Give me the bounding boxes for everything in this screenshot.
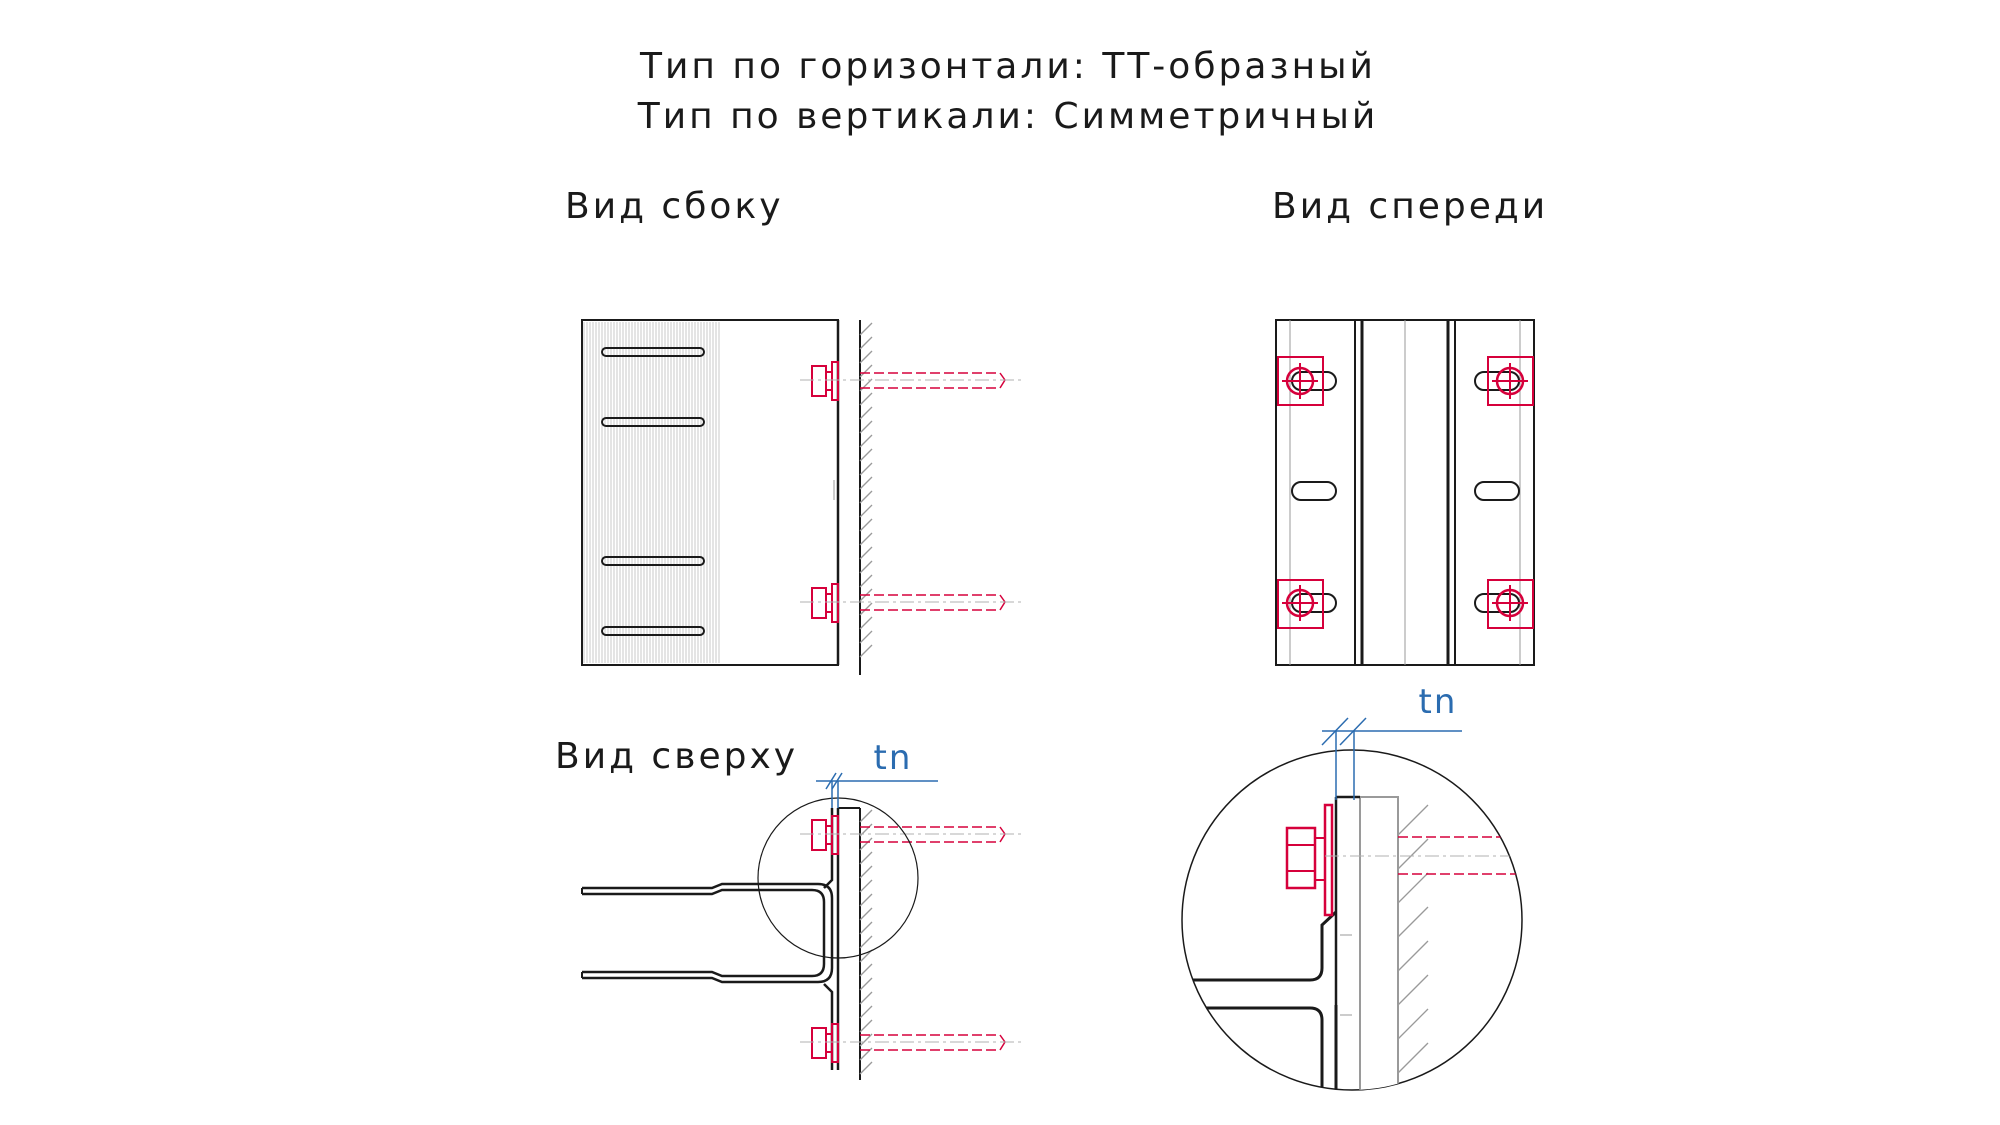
top-view-anchor-bottom: [800, 1023, 1025, 1063]
hatch-line: [1397, 940, 1429, 972]
front-anchor-head-bl: [1277, 579, 1324, 629]
top-view-anchor-top: [800, 815, 1025, 855]
hatch-line: [859, 434, 873, 448]
side-view-wall-hatch: [859, 322, 873, 658]
hatch-line: [859, 977, 873, 991]
detail-view-content: [1182, 795, 1522, 1090]
hatch-line: [859, 893, 873, 907]
hatch-line: [859, 448, 873, 462]
front-anchor-head-br: [1487, 579, 1534, 629]
hatch-line: [859, 1033, 873, 1047]
vertical-type-label: Тип по вертикали: Симметричный: [637, 96, 1379, 137]
side-view-anchor-bottom: [800, 583, 1025, 623]
front-slot: [1291, 481, 1337, 501]
hatch-line: [859, 1061, 873, 1075]
hatch-line: [859, 921, 873, 935]
front-anchor-head-tr: [1487, 356, 1534, 406]
top-view-tn-label: tn: [874, 738, 913, 778]
hatch-line: [1397, 804, 1429, 836]
hatch-line: [859, 644, 873, 658]
hatch-line: [859, 546, 873, 560]
top-view: tn: [581, 738, 1025, 1080]
hatch-line: [1397, 1076, 1429, 1090]
hatch-line: [1397, 906, 1429, 938]
slot: [601, 347, 705, 357]
hatch-line: [859, 336, 873, 350]
top-view-title: Вид сверху: [555, 736, 798, 777]
hatch-line: [859, 560, 873, 574]
front-slot: [1474, 481, 1520, 501]
top-view-thickness-dimension: tn: [816, 738, 938, 808]
horizontal-type-label: Тип по горизонтали: ТТ-образный: [639, 46, 1376, 87]
detail-view-circle: [1181, 749, 1523, 1091]
hatch-line: [1397, 1042, 1429, 1074]
hatch-line: [859, 574, 873, 588]
hatch-line: [859, 879, 873, 893]
hatch-line: [859, 837, 873, 851]
hatch-line: [859, 392, 873, 406]
hatch-line: [859, 350, 873, 364]
hatch-line: [859, 907, 873, 921]
hatch-line: [859, 490, 873, 504]
hatch-line: [859, 364, 873, 378]
side-view: [581, 319, 1025, 675]
hatch-line: [859, 991, 873, 1005]
hatch-line: [859, 935, 873, 949]
hatch-line: [1397, 974, 1429, 1006]
slot: [601, 417, 705, 427]
hatch-line: [859, 462, 873, 476]
detail-wall-hatch: [1397, 804, 1429, 1090]
hatch-line: [1397, 872, 1429, 904]
hatch-line: [859, 420, 873, 434]
hatch-line: [859, 851, 873, 865]
front-anchor-head-tl: [1277, 356, 1324, 406]
hatch-line: [1397, 838, 1429, 870]
side-view-anchor-top: [800, 361, 1025, 401]
hatch-line: [859, 476, 873, 490]
hatch-line: [859, 949, 873, 963]
hatch-line: [1397, 1008, 1429, 1040]
side-view-title: Вид сбоку: [565, 186, 784, 227]
detail-tn-label: tn: [1419, 682, 1458, 722]
hatch-line: [859, 616, 873, 630]
detail-thickness-dimension: tn: [1321, 682, 1462, 800]
hatch-line: [859, 378, 873, 392]
detail-anchor: [1285, 803, 1522, 917]
top-view-wall-hatch: [859, 809, 873, 1075]
detail-wall-plate: [1359, 796, 1399, 1090]
hatch-line: [859, 504, 873, 518]
front-view: [1275, 319, 1535, 666]
hatch-line: [859, 322, 873, 336]
hatch-line: [859, 1019, 873, 1033]
hatch-line: [859, 865, 873, 879]
hatch-line: [859, 602, 873, 616]
hatch-line: [859, 518, 873, 532]
hatch-line: [859, 630, 873, 644]
hatch-line: [859, 809, 873, 823]
top-view-tt-profile: [581, 808, 834, 1070]
hatch-line: [859, 1005, 873, 1019]
side-view-profile-hatch: [583, 322, 720, 663]
slot: [601, 556, 705, 566]
hatch-line: [859, 532, 873, 546]
detail-view: tn: [1181, 682, 1523, 1091]
hatch-line: [859, 963, 873, 977]
hatch-line: [859, 406, 873, 420]
slot: [601, 626, 705, 636]
side-view-slots: [601, 347, 705, 636]
front-view-title: Вид спереди: [1272, 186, 1548, 227]
